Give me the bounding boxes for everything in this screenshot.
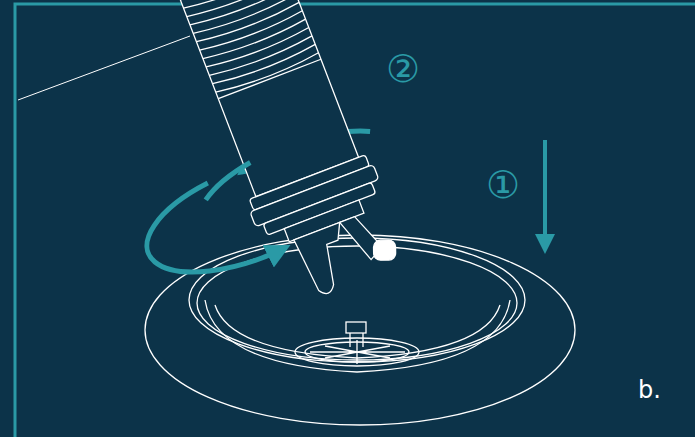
cord-line — [18, 36, 190, 100]
figure-label: b. — [638, 378, 661, 402]
push-arrow — [543, 140, 547, 250]
hose-rib — [196, 2, 300, 45]
drain — [145, 235, 575, 425]
hose-rib — [190, 0, 294, 29]
hose-rib — [203, 19, 307, 62]
step-number: ② — [386, 50, 420, 88]
hose-rib — [206, 28, 310, 71]
hose-nozzle — [149, 0, 411, 309]
frame — [15, 4, 695, 437]
rotate-arrow — [199, 162, 257, 199]
hose-rib — [200, 11, 304, 54]
step-number: ① — [486, 166, 520, 204]
rotate-arrow — [132, 165, 286, 295]
hose-rib — [216, 53, 320, 96]
hose-rib — [209, 36, 313, 79]
